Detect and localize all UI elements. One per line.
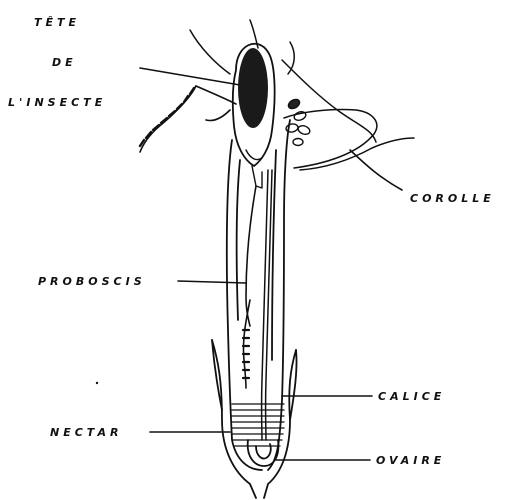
leader-head [140, 68, 246, 86]
label-corolla: COROLLE [410, 192, 495, 205]
label-proboscis: PROBOSCIS [38, 275, 146, 288]
nectar-region [232, 404, 284, 446]
corolla-tube [227, 120, 290, 470]
label-head-line1: TÊTE [34, 15, 80, 29]
label-ovary: OVAIRE [376, 454, 445, 467]
insect-leg [140, 86, 236, 152]
leader-proboscis [178, 281, 246, 283]
proboscis [243, 186, 256, 388]
label-head-line2: DE [52, 56, 77, 69]
label-head-line3: L'INSECTE [8, 96, 106, 109]
label-nectar: NECTAR [50, 426, 122, 439]
flower-style [262, 170, 272, 440]
label-calyx: CALICE [378, 390, 445, 403]
leader-corolla [350, 150, 402, 190]
ovary [248, 440, 279, 466]
insect-eye [238, 48, 268, 128]
corolla-lobes [190, 20, 414, 170]
stray-mark [96, 382, 98, 384]
calyx [212, 340, 297, 498]
